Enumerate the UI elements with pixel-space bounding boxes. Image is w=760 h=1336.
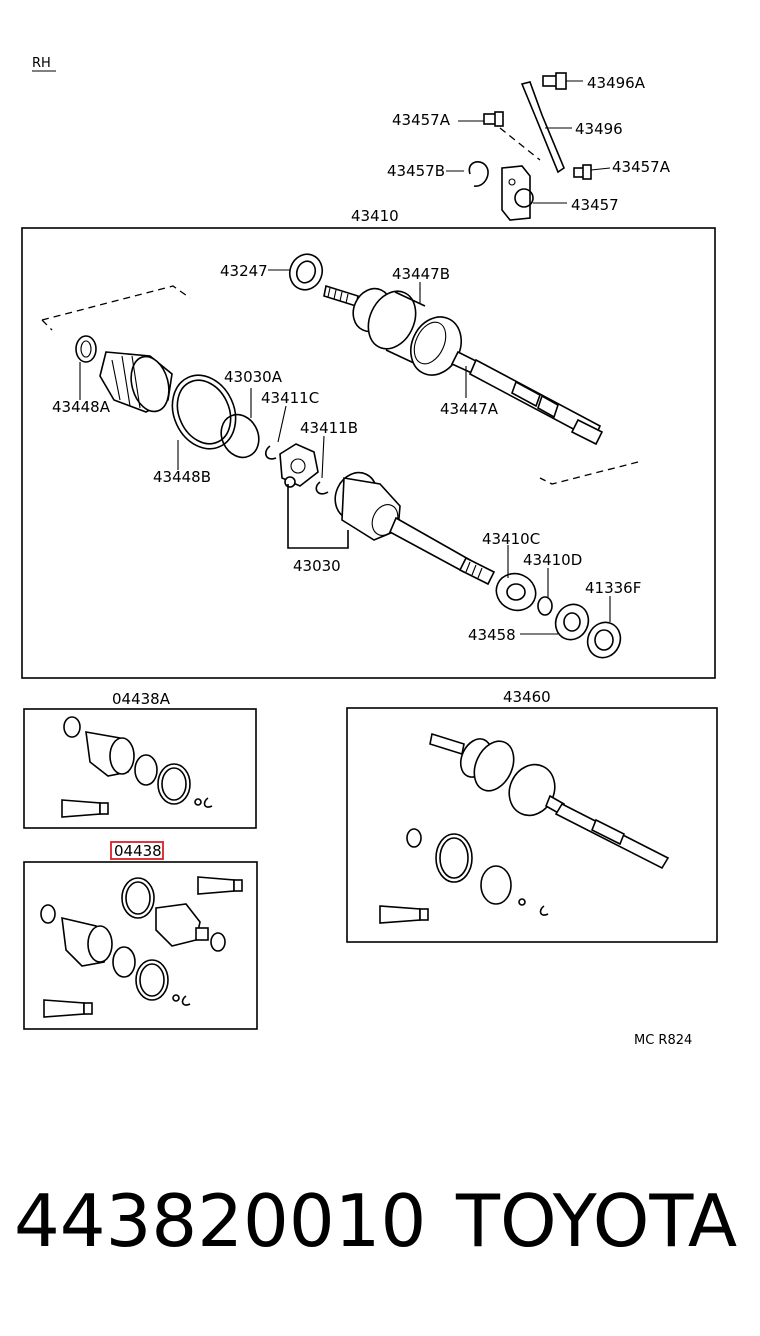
kit-c-box (346, 707, 718, 943)
label-43247: 43247 (220, 262, 268, 280)
label-43447A: 43447A (440, 400, 499, 418)
seal-41336F (586, 596, 622, 659)
label-43030: 43030 (293, 557, 341, 575)
label-43457A-right: 43457A (612, 158, 671, 176)
bearing-43410C (495, 545, 537, 612)
clamp-43448A (75, 335, 97, 400)
kit-a-box (23, 708, 257, 829)
tripod-joint (279, 443, 349, 549)
kit-c-title: 43460 (503, 688, 551, 706)
main-box (21, 227, 716, 679)
label-43496A: 43496A (587, 74, 646, 92)
side-label: RH (32, 56, 51, 71)
ring-43030A (220, 388, 260, 459)
snap-ring-43410D (537, 568, 553, 616)
bolt-icon (573, 164, 611, 180)
label-43457B: 43457B (387, 162, 445, 180)
label-43030A: 43030A (224, 368, 283, 386)
label-43457A-left: 43457A (392, 111, 451, 129)
label-43448A: 43448A (52, 398, 111, 416)
kit-b-title: 04438 (114, 842, 162, 860)
grease-tube-icon (61, 799, 101, 818)
part-number: 443820010 (14, 1179, 427, 1263)
grease-tube-icon (379, 905, 421, 924)
clip-icon (468, 161, 489, 187)
bolt-icon (542, 72, 583, 90)
kit-a-title: 04438A (112, 690, 171, 708)
kit-b-box (23, 861, 258, 1030)
label-41336F: 41336F (585, 579, 641, 597)
label-43411B: 43411B (300, 419, 358, 437)
label-43410C: 43410C (482, 530, 540, 548)
outer-axle-assembly (323, 284, 604, 446)
label-43410D: 43410D (523, 551, 582, 569)
snap-ring-43411C (264, 405, 287, 460)
inner-joint-shaft (334, 471, 496, 586)
label-43496: 43496 (575, 120, 623, 138)
parts-diagram: RH 43496 (21, 56, 718, 1048)
grease-tube-icon (43, 999, 85, 1018)
snap-ring-43411B (315, 435, 329, 495)
catalog-code: MC R824 (634, 1033, 692, 1048)
bolt-icon (458, 111, 504, 127)
bracket-assembly (446, 72, 611, 221)
label-43447B: 43447B (392, 265, 450, 283)
brand-name: TOYOTA (456, 1179, 738, 1263)
boot-outer (99, 351, 173, 413)
label-43457: 43457 (571, 196, 619, 214)
kit-b-highlight (110, 841, 164, 860)
main-box-title: 43410 (351, 207, 399, 225)
clamp-43448B (171, 374, 237, 470)
label-43458: 43458 (468, 626, 516, 644)
grease-tube-icon (197, 876, 235, 895)
label-43411C: 43411C (261, 389, 319, 407)
label-43448B: 43448B (153, 468, 211, 486)
oil-seal-43247 (268, 253, 324, 291)
seal-43458 (520, 603, 590, 641)
